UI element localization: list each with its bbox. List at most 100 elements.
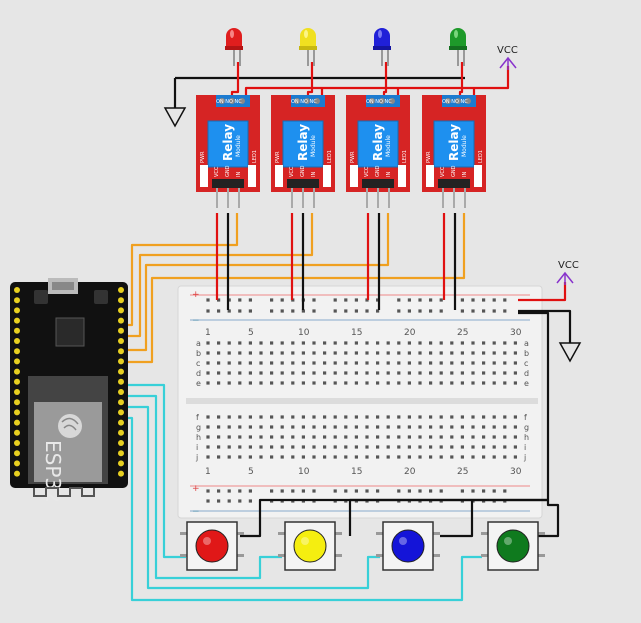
esp32-pin-right[interactable] <box>118 338 124 344</box>
wire-led2-anode <box>306 62 314 100</box>
relay-pin-label: GND <box>300 165 306 177</box>
button-red[interactable] <box>180 521 244 571</box>
relay-pin-label: IN <box>236 172 242 177</box>
button-blue[interactable] <box>376 521 440 571</box>
relay-pin-label: GND <box>451 165 457 177</box>
relay-subtitle: Module <box>461 135 468 157</box>
esp32-pin-left[interactable] <box>14 307 20 314</box>
esp32-pin-left[interactable] <box>14 368 20 375</box>
row-j-right: j <box>523 453 526 462</box>
led-yellow[interactable] <box>299 28 317 66</box>
esp32-pin-left[interactable] <box>14 358 20 365</box>
breadboard-row-letters: a b c d e a b c d e f g h i j f g h i j <box>195 339 529 462</box>
esp32-board[interactable]: ESP32 <box>10 278 128 503</box>
esp32-pin-right[interactable] <box>118 358 124 365</box>
col-10-bottom: 10 <box>298 467 310 477</box>
esp32-pin-right[interactable] <box>118 419 124 426</box>
relay-pin-label: IN <box>462 172 468 177</box>
esp32-pin-left[interactable] <box>14 470 20 477</box>
relay-subtitle: Module <box>310 135 317 157</box>
esp32-pin-right[interactable] <box>118 399 124 406</box>
led-red[interactable] <box>225 28 243 66</box>
relay-top-pins-label: ON NO NC <box>366 99 392 105</box>
row-g-left: g <box>196 423 201 432</box>
relay-title: Relay <box>447 124 461 161</box>
row-a-left: a <box>196 339 201 348</box>
relay-subtitle: Module <box>385 135 392 157</box>
relay-pin-label: VCC <box>364 166 370 177</box>
esp32-pin-left[interactable] <box>14 378 20 385</box>
relay-pin-label: VCC <box>214 166 220 177</box>
esp32-pin-left[interactable] <box>14 338 20 344</box>
esp32-pin-right[interactable] <box>118 287 124 293</box>
row-b-right: b <box>524 349 529 358</box>
wire-orange-relay2 <box>124 213 314 338</box>
row-g-right: g <box>524 423 529 432</box>
esp32-pin-left[interactable] <box>14 297 20 304</box>
esp32-pin-left[interactable] <box>14 348 20 355</box>
relay-pwr-label: PWR <box>275 151 281 163</box>
wire-vcc-right <box>518 282 567 302</box>
esp32-pin-right[interactable] <box>118 307 124 314</box>
esp32-pin-right[interactable] <box>118 317 124 324</box>
esp32-pin-left[interactable] <box>14 419 20 426</box>
esp32-pin-right[interactable] <box>118 409 124 416</box>
wire-vcc-top <box>244 66 510 100</box>
esp32-pin-right[interactable] <box>118 460 124 467</box>
wire-gnd-button4 <box>538 500 560 538</box>
esp32-pin-right[interactable] <box>118 440 124 446</box>
row-i-right: i <box>524 443 526 452</box>
esp32-pin-right[interactable] <box>118 297 124 304</box>
row-d-right: d <box>524 369 529 378</box>
esp32-pin-left[interactable] <box>14 429 20 436</box>
esp32-pin-left[interactable] <box>14 389 20 395</box>
esp32-pin-right[interactable] <box>118 470 124 477</box>
relay-led-label: LED1 <box>327 150 333 163</box>
esp32-pin-right[interactable] <box>118 348 124 355</box>
vcc-symbol-right: VCC <box>556 260 579 285</box>
esp32-pin-right[interactable] <box>118 327 124 334</box>
esp32-pin-right[interactable] <box>118 389 124 395</box>
button-yellow[interactable] <box>278 521 342 571</box>
col-25-bottom: 25 <box>457 467 468 477</box>
esp32-pin-right[interactable] <box>118 368 124 375</box>
esp32-pin-left[interactable] <box>14 460 20 467</box>
esp32-pin-left[interactable] <box>14 440 20 446</box>
esp32-pin-left[interactable] <box>14 450 20 457</box>
led-green[interactable] <box>449 28 467 66</box>
esp32-pin-right[interactable] <box>118 378 124 385</box>
wire-orange-relay4 <box>124 213 466 364</box>
vcc-symbol-top: VCC <box>497 45 518 70</box>
row-e-right: e <box>524 379 529 388</box>
wire-orange-relay1 <box>124 213 239 327</box>
esp32-pin-left[interactable] <box>14 409 20 416</box>
esp32-pin-left[interactable] <box>14 317 20 324</box>
esp32-pin-left[interactable] <box>14 327 20 334</box>
row-c-right: c <box>524 359 528 368</box>
button-green[interactable] <box>481 521 545 571</box>
row-f-left: f <box>196 413 199 422</box>
row-h-left: h <box>196 433 201 442</box>
row-f-right: f <box>524 413 527 422</box>
led-blue[interactable] <box>373 28 391 66</box>
relay-pwr-label: PWR <box>200 151 206 163</box>
row-c-left: c <box>196 359 200 368</box>
esp32-pin-right[interactable] <box>118 429 124 436</box>
esp32-pin-right[interactable] <box>118 450 124 457</box>
wire-gnd-button2 <box>348 498 548 536</box>
relay-pin-label: VCC <box>440 166 446 177</box>
esp32-pin-left[interactable] <box>14 287 20 293</box>
col-5-bottom: 5 <box>248 467 254 477</box>
esp32-label: ESP32 <box>41 440 65 503</box>
esp32-pin-left[interactable] <box>14 399 20 406</box>
ground-symbol-right <box>558 342 582 363</box>
wire-orange-relay3 <box>124 213 390 352</box>
relay-pin-label: GND <box>375 165 381 177</box>
svg-text:−: − <box>192 316 200 326</box>
wire-gnd-button3 <box>440 500 474 538</box>
relay-led-label: LED1 <box>478 150 484 163</box>
